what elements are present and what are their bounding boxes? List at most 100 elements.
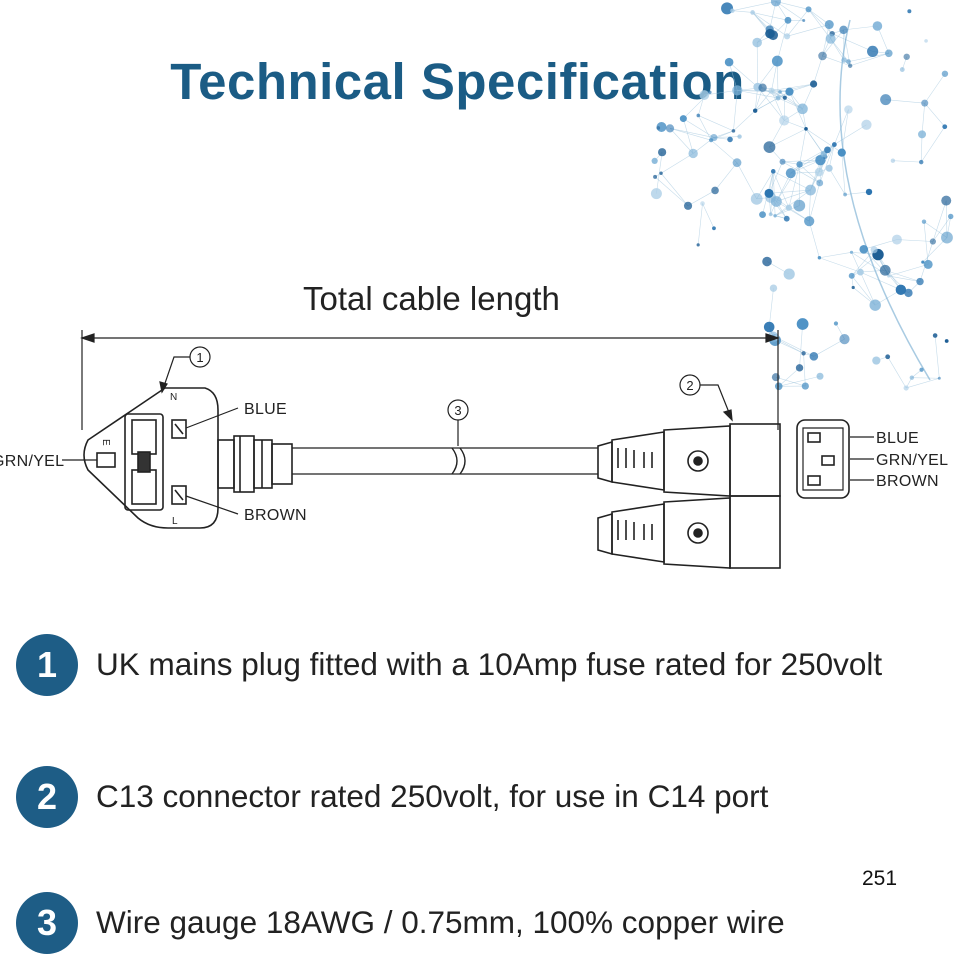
network-dot xyxy=(696,113,701,118)
network-dot xyxy=(941,231,953,244)
network-dot xyxy=(783,215,790,222)
page-number: 251 xyxy=(862,867,898,890)
spec-item-1: 1 UK mains plug fitted with a 10Amp fuse… xyxy=(16,634,956,698)
network-dot xyxy=(944,339,949,343)
network-dot xyxy=(784,16,792,24)
network-dot xyxy=(764,188,774,198)
callout-number-2: 2 xyxy=(686,378,693,393)
network-dot xyxy=(758,83,767,92)
network-dot xyxy=(844,105,853,114)
network-link xyxy=(819,144,835,184)
network-link xyxy=(782,161,820,184)
network-dot xyxy=(770,169,776,174)
network-dot xyxy=(921,219,927,224)
network-dot xyxy=(707,90,712,95)
network-dot xyxy=(659,171,663,175)
network-dot xyxy=(887,274,891,278)
network-link xyxy=(728,61,758,88)
c13-connector-top xyxy=(597,423,781,497)
pin-letter-e: E xyxy=(100,439,111,446)
network-dot xyxy=(924,39,928,43)
network-dot xyxy=(921,260,925,264)
network-link xyxy=(945,200,948,238)
network-link xyxy=(921,103,926,135)
network-link xyxy=(736,162,757,200)
network-dot xyxy=(837,148,846,157)
network-dot xyxy=(804,127,808,131)
network-link xyxy=(786,24,830,37)
network-link xyxy=(834,124,867,145)
network-link xyxy=(697,203,703,245)
network-dot xyxy=(750,10,755,15)
network-dot xyxy=(932,333,938,338)
network-dot xyxy=(857,268,864,276)
callout-number-3: 3 xyxy=(454,403,461,418)
network-link xyxy=(771,90,803,110)
network-link xyxy=(769,128,807,148)
network-dot xyxy=(656,126,661,130)
network-link xyxy=(704,90,738,96)
spec-item-2: 2 C13 connector rated 250volt, for use i… xyxy=(16,766,956,830)
network-dot xyxy=(833,321,839,326)
network-dot xyxy=(872,356,881,365)
network-dot xyxy=(771,196,782,207)
network-link xyxy=(778,367,800,387)
network-dot xyxy=(768,212,773,217)
network-dot xyxy=(948,213,954,220)
network-dot xyxy=(903,385,909,391)
network-link xyxy=(850,53,889,67)
network-link xyxy=(786,9,809,37)
network-link xyxy=(932,200,947,242)
network-dot xyxy=(712,226,716,231)
network-dot xyxy=(804,216,815,227)
network-dot xyxy=(759,211,766,219)
network-dot xyxy=(841,57,847,63)
network-dot xyxy=(683,201,693,210)
network-dot xyxy=(801,351,806,356)
network-link xyxy=(669,128,694,154)
network-link xyxy=(732,1,776,12)
network-dot xyxy=(839,334,850,345)
network-link xyxy=(757,86,785,121)
network-dot xyxy=(732,158,742,168)
network-dot xyxy=(831,142,837,147)
network-dot xyxy=(795,364,804,372)
network-link xyxy=(752,12,788,37)
network-dot xyxy=(731,129,736,133)
network-link xyxy=(714,162,738,191)
network-dot xyxy=(805,6,812,13)
network-link xyxy=(851,252,861,273)
network-link xyxy=(808,182,821,222)
network-dot xyxy=(774,382,783,391)
network-link xyxy=(845,191,870,195)
network-link xyxy=(848,52,889,62)
c13-connector-bottom xyxy=(597,495,781,569)
network-link xyxy=(932,216,951,242)
network-link xyxy=(843,25,878,31)
network-link xyxy=(863,239,898,250)
network-dot xyxy=(859,244,869,254)
c13-label-blue: BLUE xyxy=(876,430,919,447)
network-link xyxy=(775,1,804,21)
network-dot xyxy=(872,21,883,31)
network-link xyxy=(799,128,807,165)
network-link xyxy=(654,176,689,207)
network-link xyxy=(828,168,846,195)
network-dot xyxy=(942,124,948,130)
network-link xyxy=(920,126,946,163)
network-dot xyxy=(839,25,848,35)
network-dot xyxy=(923,259,933,269)
network-dot xyxy=(818,51,827,61)
network-link xyxy=(906,377,940,389)
network-dot xyxy=(696,243,700,247)
network-dot xyxy=(937,376,941,380)
network-dot xyxy=(779,158,786,165)
uk-plug: E N L xyxy=(83,387,293,529)
network-dot xyxy=(763,141,776,154)
network-dot xyxy=(867,45,879,58)
network-dot xyxy=(919,367,924,372)
network-link xyxy=(771,83,814,92)
network-dot xyxy=(809,80,818,88)
network-dot xyxy=(869,299,881,311)
network-link xyxy=(776,189,811,202)
